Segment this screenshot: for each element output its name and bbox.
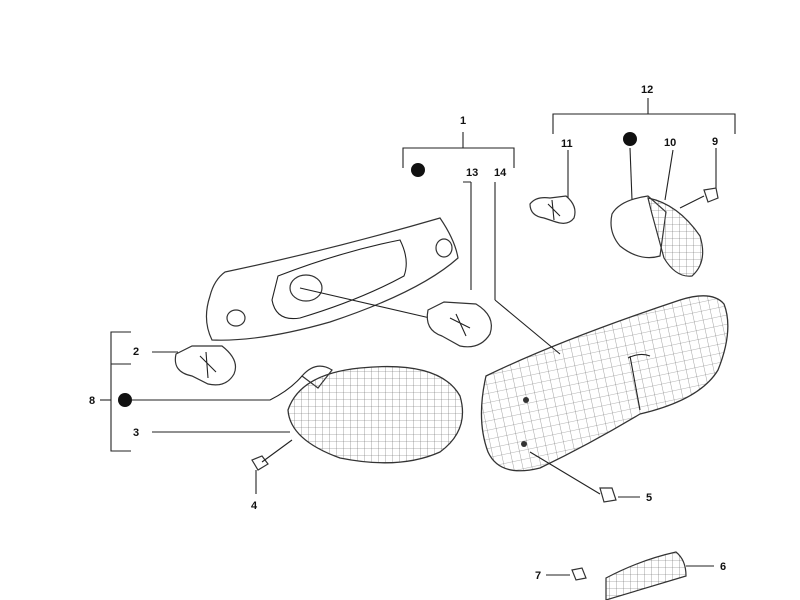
bracket-group-1 <box>402 132 515 300</box>
callout-6: 6 <box>720 561 726 573</box>
callout-12: 12 <box>641 84 653 96</box>
callout-8: 8 <box>89 395 95 407</box>
callout-3: 3 <box>133 427 139 439</box>
bottom-lens-6 <box>605 551 714 600</box>
callout-10: 10 <box>664 137 676 149</box>
callout-14: 14 <box>494 167 507 179</box>
screw-7 <box>546 567 587 581</box>
callout-4: 4 <box>251 500 258 512</box>
callout-11: 11 <box>561 138 573 150</box>
bulb-11 <box>529 195 576 224</box>
callout-13: 13 <box>466 167 478 179</box>
marker-dot-group-12 <box>623 132 637 146</box>
callout-7: 7 <box>535 570 541 582</box>
side-lamp-10 <box>610 195 704 277</box>
bracket-group-12 <box>552 98 736 201</box>
bracket-group-8 <box>100 331 131 452</box>
screw-4 <box>251 439 293 494</box>
callout-1: 1 <box>460 115 466 127</box>
callout-2: 2 <box>133 346 139 358</box>
lamp-housing <box>205 217 459 341</box>
front-lens-14 <box>480 295 729 472</box>
bulb-2 <box>152 345 237 386</box>
callout-5: 5 <box>646 492 652 504</box>
indicator-lens-3 <box>132 365 464 464</box>
screw-9 <box>679 187 719 209</box>
marker-dot-group-8 <box>118 393 132 407</box>
bulb-13 <box>426 301 492 348</box>
screw-5 <box>529 451 640 503</box>
callout-9: 9 <box>712 136 718 148</box>
marker-dot-group-1 <box>411 163 425 177</box>
